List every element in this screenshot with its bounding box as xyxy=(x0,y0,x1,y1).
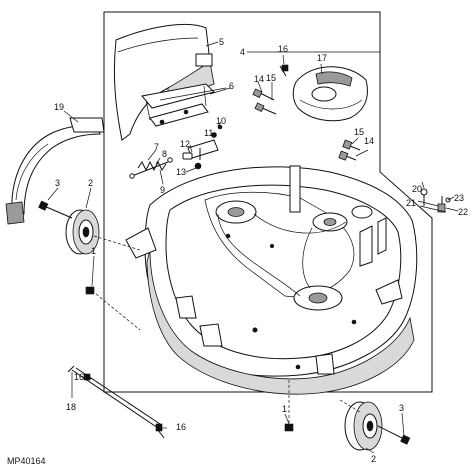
callout-6: 6 xyxy=(229,81,234,91)
callout-18: 18 xyxy=(66,402,76,412)
callout-2a: 2 xyxy=(88,178,93,188)
callout-11: 11 xyxy=(204,128,213,138)
callout-7: 7 xyxy=(154,142,159,152)
nut-left xyxy=(85,286,141,331)
gauge-wheel-left xyxy=(38,200,141,255)
callout-4: 4 xyxy=(240,47,245,57)
figure-code: MP40164 xyxy=(7,456,46,466)
callout-13: 13 xyxy=(176,167,186,177)
link-rod xyxy=(67,365,165,439)
callout-12: 12 xyxy=(180,139,190,149)
callout-16a: 16 xyxy=(278,44,288,54)
callouts: 1 1 2 2 3 3 4 5 6 7 8 9 10 11 12 13 14 1… xyxy=(54,37,468,464)
callout-8: 8 xyxy=(162,149,167,159)
shield-bracket xyxy=(141,83,215,127)
lift-hardware xyxy=(419,188,451,213)
callout-21: 21 xyxy=(406,198,416,208)
mower-deck-housing xyxy=(125,165,418,395)
spindle-cover xyxy=(292,66,368,122)
callout-3b: 3 xyxy=(399,403,404,413)
callout-16c: 16 xyxy=(176,422,186,432)
callout-15a: 15 xyxy=(266,73,276,83)
gauge-wheel-right xyxy=(339,399,411,451)
callout-10: 10 xyxy=(216,116,226,126)
callout-1a: 1 xyxy=(91,246,96,256)
callout-1b: 1 xyxy=(282,404,287,414)
callout-5: 5 xyxy=(219,37,224,47)
idler-arm-hardware xyxy=(182,124,223,170)
callout-19: 19 xyxy=(54,102,64,112)
baffle-rod xyxy=(5,117,105,225)
callout-16b: 16 xyxy=(74,372,84,382)
cover-mounting-bolts xyxy=(252,64,361,161)
leader-lines xyxy=(47,41,459,454)
callout-17: 17 xyxy=(317,53,327,63)
callout-22: 22 xyxy=(458,207,468,217)
idler-spring xyxy=(129,157,173,179)
callout-14a: 14 xyxy=(254,74,264,84)
callout-15b: 15 xyxy=(354,127,364,137)
callout-2b: 2 xyxy=(371,454,376,464)
callout-14b: 14 xyxy=(364,136,374,146)
callout-9: 9 xyxy=(160,185,165,195)
callout-23: 23 xyxy=(454,193,464,203)
callout-3a: 3 xyxy=(55,178,60,188)
callout-20: 20 xyxy=(412,184,422,194)
